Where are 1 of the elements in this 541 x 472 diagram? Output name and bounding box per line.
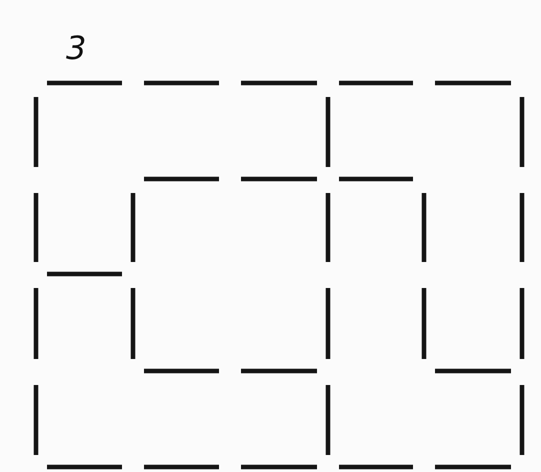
figure-number: 3: [66, 32, 86, 64]
